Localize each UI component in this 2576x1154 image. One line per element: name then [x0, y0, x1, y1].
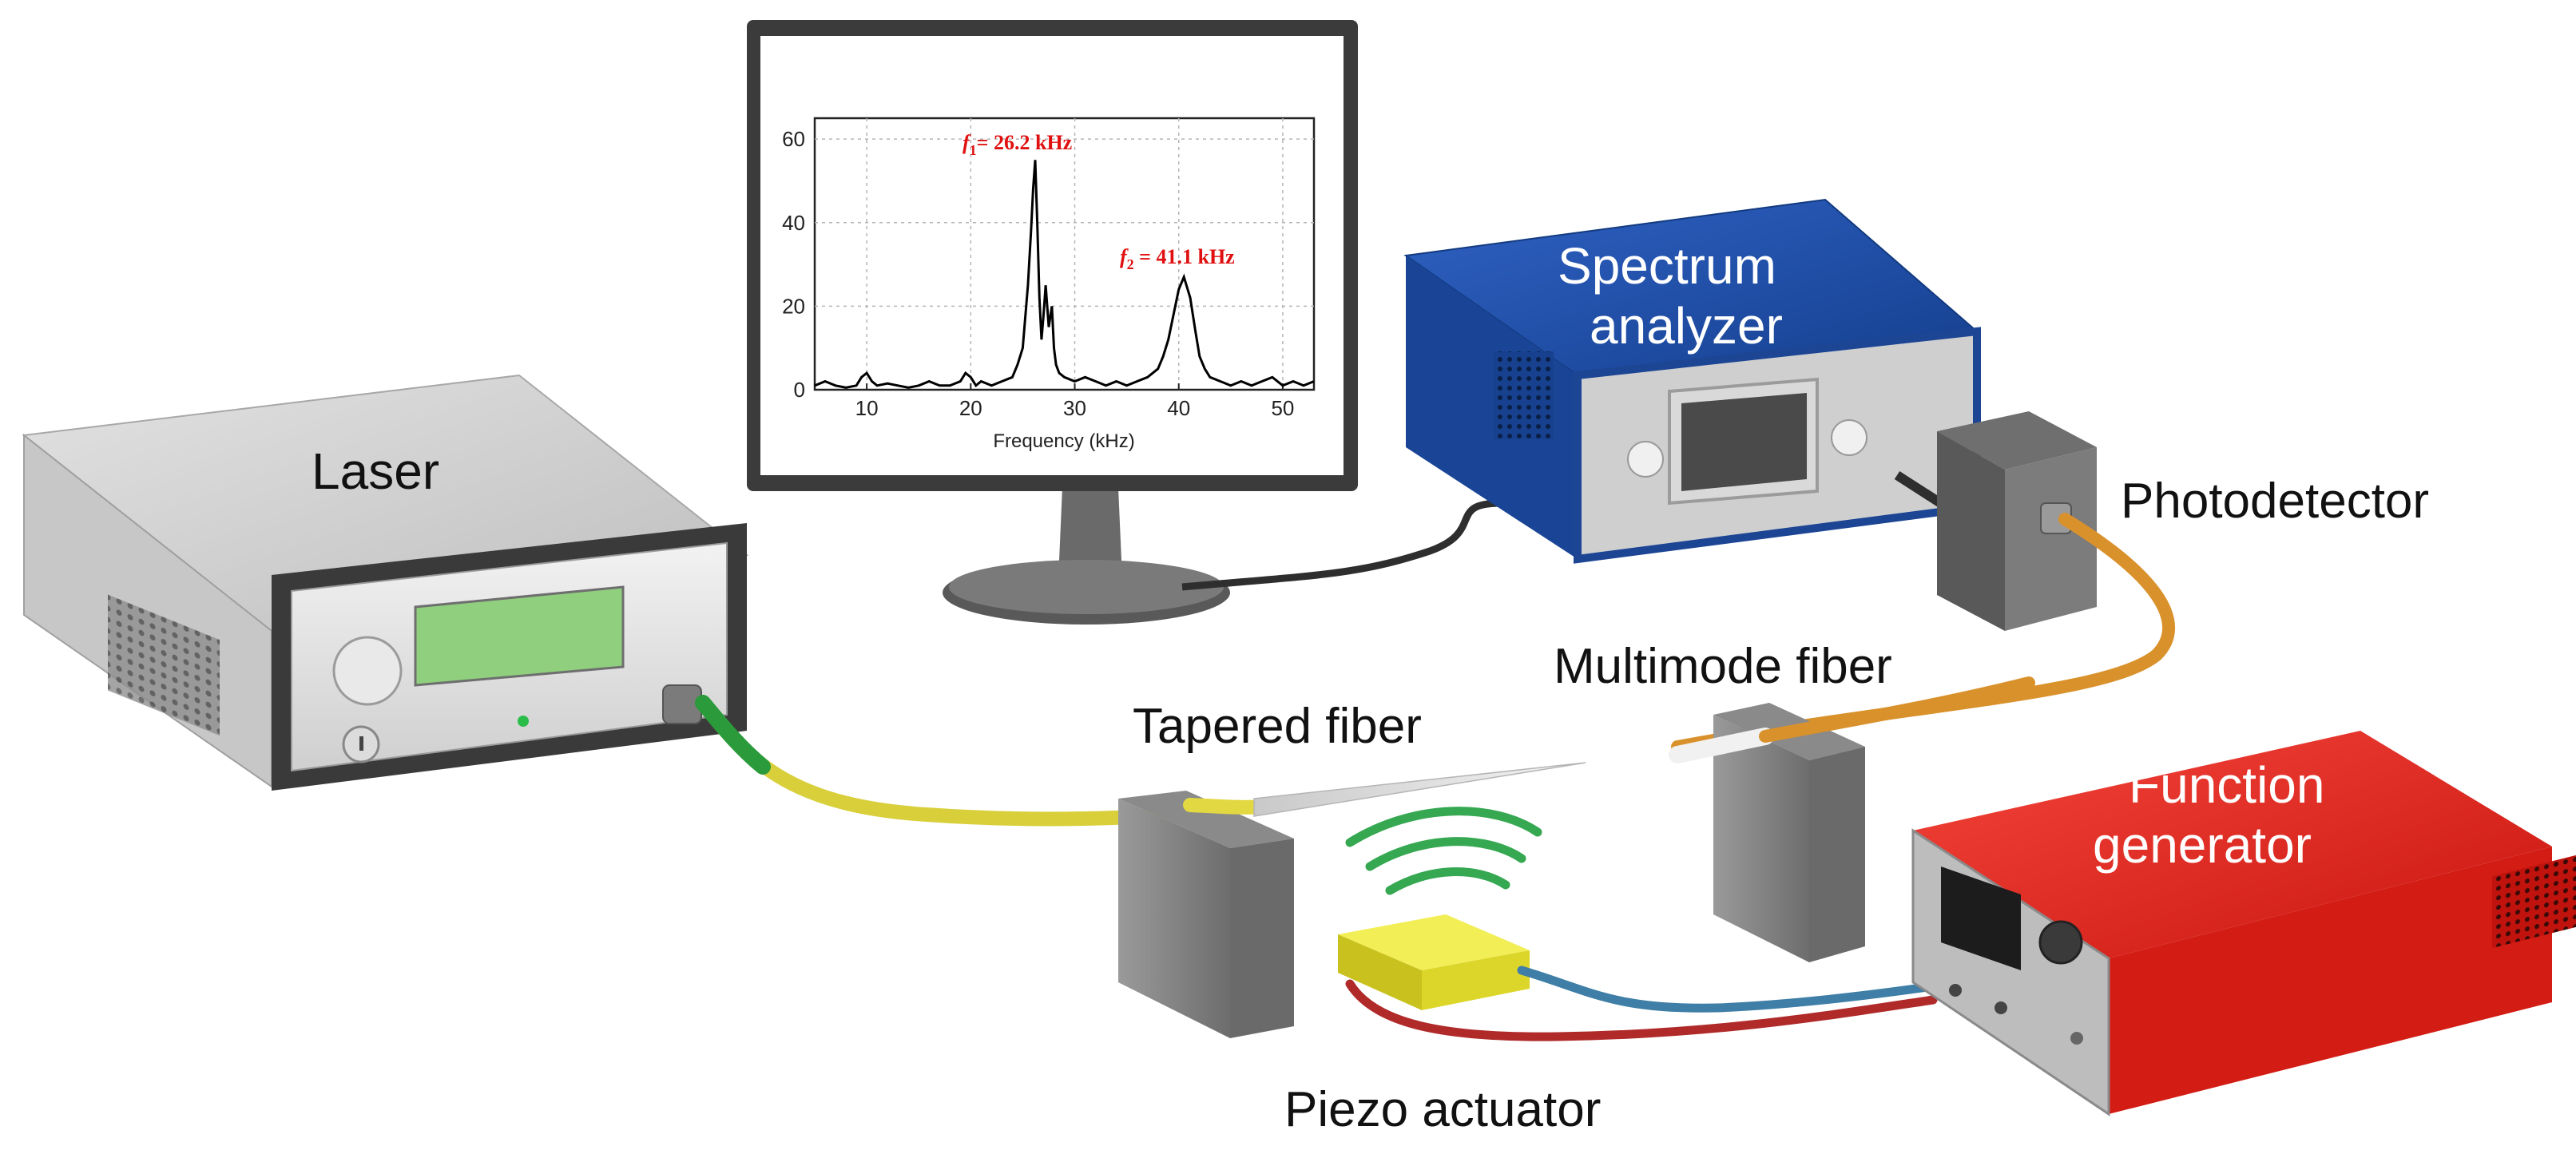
piezo-actuator	[1338, 914, 1530, 1010]
laser-vent	[108, 594, 220, 736]
function-generator-screen	[1941, 866, 2021, 970]
photodetector-label: Photodetector	[2121, 474, 2429, 529]
laser-unit	[22, 374, 749, 791]
tapered-fiber-clamp	[1118, 791, 1294, 1038]
piezo-cable-red	[1345, 979, 1938, 1041]
analyzer-vent	[1494, 351, 1554, 439]
function-generator-label-line1: Function	[2129, 756, 2324, 814]
spectrum-analyzer-label-line1: Spectrum	[1558, 237, 1776, 295]
function-generator-label-line2: generator	[2093, 816, 2312, 874]
function-generator-vent	[2492, 840, 2576, 949]
y-tick-label: 60	[782, 127, 805, 151]
monitor-screen	[760, 36, 1344, 475]
x-tick-label: 40	[1167, 396, 1190, 420]
piezo-cable-blue	[1517, 966, 1938, 1013]
laser-label: Laser	[312, 442, 439, 500]
spectrum-line	[814, 160, 1315, 389]
function-generator-knob	[2038, 920, 2083, 965]
spectrum-chart: 10 20 30 40 50 0 20 40 60 Frequency (kHz) f1= 26…	[782, 117, 1316, 452]
x-tick-label: 20	[959, 396, 982, 420]
analyzer-knob-left	[1627, 441, 1664, 478]
x-tick-label: 10	[855, 396, 879, 420]
y-tick-label: 20	[782, 294, 805, 318]
y-tick-label: 0	[794, 378, 805, 402]
monitor	[747, 20, 1358, 625]
laser-knob	[332, 636, 403, 706]
analyzer-knob-right	[1831, 419, 1868, 456]
y-tick-label: 40	[782, 211, 805, 235]
laser-display	[414, 585, 625, 687]
analyzer-screen	[1681, 393, 1807, 491]
photodetector	[1937, 411, 2097, 631]
laser-fiber-connector	[695, 695, 771, 775]
signal-waves-icon	[1345, 807, 1542, 895]
spectrum-analyzer-label-line2: analyzer	[1590, 297, 1783, 355]
x-tick-label: 30	[1063, 396, 1086, 420]
x-tick-label: 50	[1271, 396, 1294, 420]
tapered-fiber	[1253, 762, 1586, 817]
laser-led	[518, 716, 529, 727]
axis-ticks: 10 20 30 40 50 0 20 40 60	[782, 127, 1294, 420]
multimode-fiber-label: Multimode fiber	[1554, 639, 1892, 694]
plot-frame	[813, 117, 1316, 391]
peak2-annotation: f2 = 41.1 kHz	[1120, 245, 1235, 272]
function-generator	[1911, 731, 2576, 1116]
spectrum-analyzer	[1403, 198, 1981, 564]
tapered-fiber-label: Tapered fiber	[1133, 699, 1422, 754]
multimode-fiber-tip	[1669, 728, 1774, 763]
grid	[815, 118, 1314, 390]
peak1-annotation: f1= 26.2 kHz	[963, 131, 1072, 158]
x-axis-label: Frequency (kHz)	[993, 430, 1134, 452]
monitor-cable	[1181, 499, 1502, 591]
piezo-actuator-label: Piezo actuator	[1284, 1082, 1601, 1137]
